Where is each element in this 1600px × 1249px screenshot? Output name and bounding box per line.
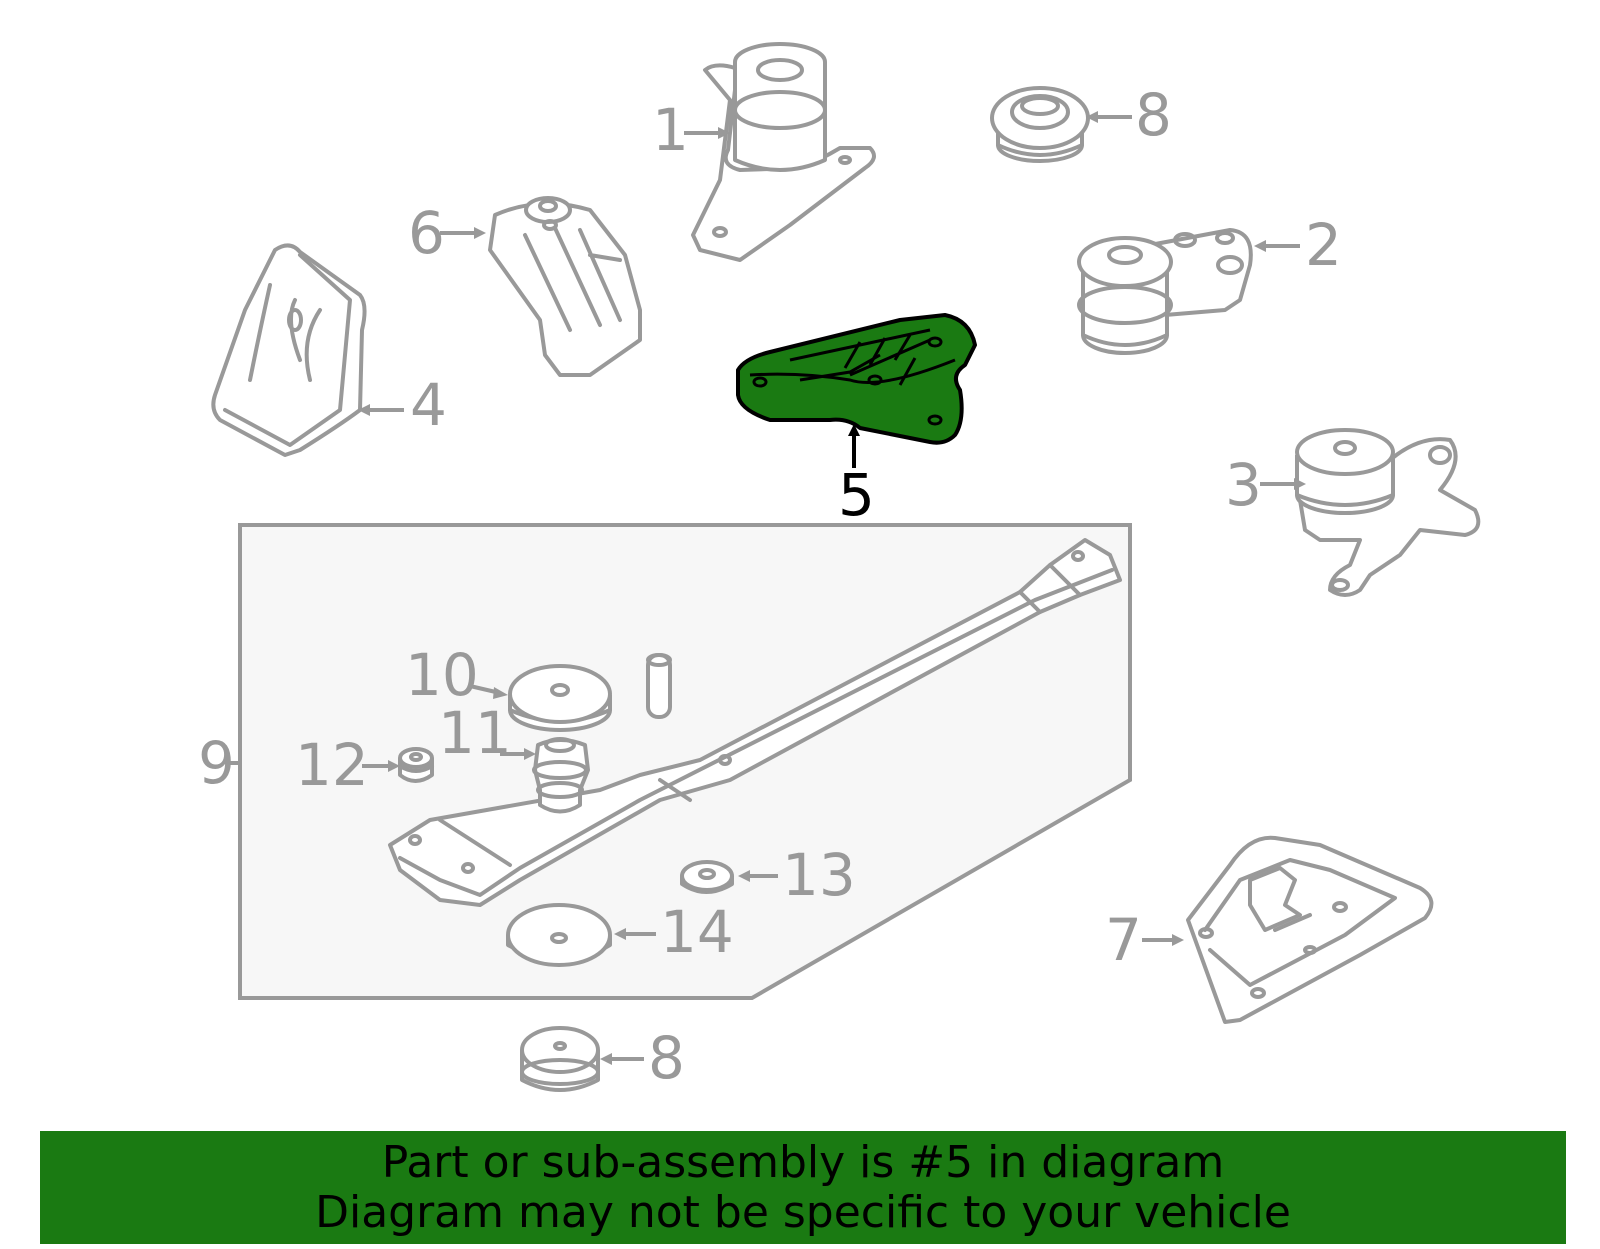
part-5-mount-plate[interactable] — [736, 313, 977, 445]
callout-13: 13 — [782, 841, 856, 909]
callout-7: 7 — [1105, 906, 1142, 974]
callout-11: 11 — [438, 699, 512, 767]
part-11-bushing[interactable] — [532, 737, 590, 814]
callout-10: 10 — [405, 641, 479, 709]
part-10-washer[interactable] — [508, 664, 612, 732]
callout-9: 9 — [198, 729, 235, 797]
part-8-bushing-top[interactable] — [990, 86, 1090, 163]
callout-14: 14 — [660, 898, 734, 966]
callout-1: 1 — [652, 96, 689, 164]
callout-2: 2 — [1305, 211, 1342, 279]
callout-12: 12 — [295, 731, 369, 799]
part-8-bushing-bottom[interactable] — [520, 1026, 600, 1092]
part-1-engine-mount[interactable] — [691, 42, 876, 262]
part-3-engine-mount[interactable] — [1295, 428, 1481, 597]
part-12-nut[interactable] — [398, 747, 434, 783]
part-13-washer[interactable] — [680, 860, 734, 894]
part-6-mount-bracket[interactable] — [488, 196, 642, 377]
callout-8-bottom: 8 — [648, 1024, 685, 1092]
part-9-crossmember[interactable] — [388, 538, 1122, 907]
info-banner: Part or sub-assembly is #5 in diagram Di… — [40, 1131, 1566, 1244]
banner-line-2: Diagram may not be specific to your vehi… — [315, 1186, 1291, 1238]
callout-5: 5 — [838, 461, 875, 529]
callout-4: 4 — [410, 371, 447, 439]
callout-3: 3 — [1225, 451, 1262, 519]
callout-8-top: 8 — [1135, 81, 1172, 149]
part-4-mount-bracket[interactable] — [211, 243, 367, 457]
part-14-washer[interactable] — [506, 903, 612, 967]
callout-6: 6 — [408, 199, 445, 267]
banner-line-1: Part or sub-assembly is #5 in diagram — [381, 1136, 1225, 1188]
part-7-insulator[interactable] — [1186, 835, 1434, 1024]
part-2-engine-mount[interactable] — [1077, 228, 1253, 355]
